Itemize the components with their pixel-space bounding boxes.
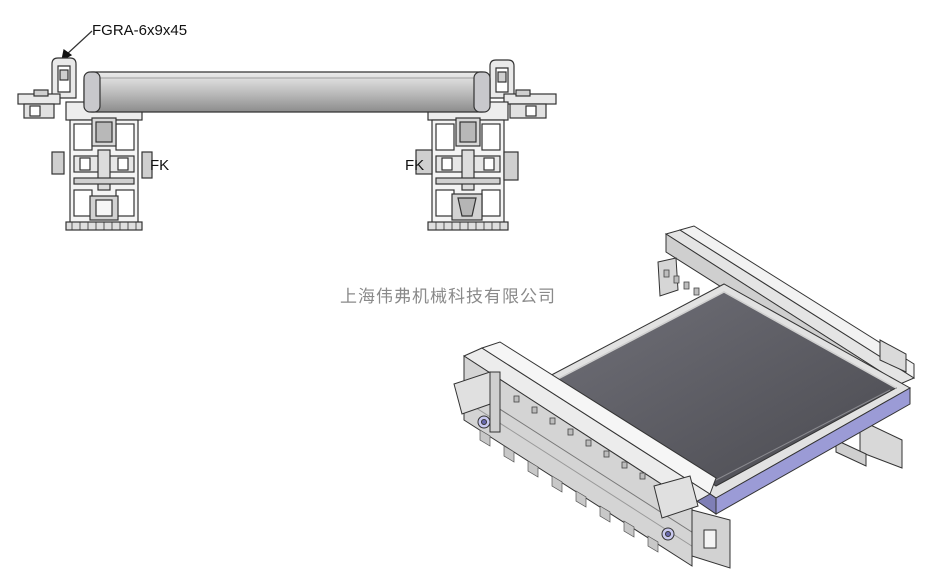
front-rail	[453, 341, 731, 569]
fk-label-left: FK	[150, 157, 170, 174]
fk-label-right: FK	[405, 157, 425, 174]
right-rail-assembly	[415, 59, 557, 231]
left-rail-assembly	[17, 57, 153, 231]
company-watermark: 上海伟弗机械科技有限公司	[340, 287, 556, 307]
tray-front-section	[83, 71, 491, 113]
leader-arrow	[61, 30, 93, 62]
part-number-label: FGRA-6x9x45	[92, 22, 188, 39]
isometric-view	[453, 225, 916, 569]
front-view	[17, 30, 557, 231]
